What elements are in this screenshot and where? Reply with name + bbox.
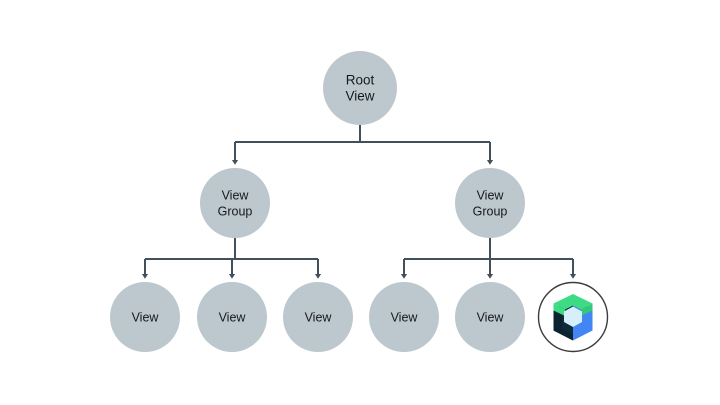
view-leaf-3-circle — [283, 282, 353, 352]
view-leaf-2-label: View — [219, 310, 247, 324]
compose-logo-center-hexagon — [564, 306, 582, 327]
view-leaf-5-label: View — [477, 310, 505, 324]
view-leaf-1-label: View — [132, 310, 160, 324]
node-view-leaf-1[interactable]: View — [110, 282, 180, 352]
node-root-view[interactable]: Root View — [323, 51, 397, 125]
compose-logo-top-right-edge — [581, 303, 593, 316]
view-leaf-3-label: View — [305, 310, 333, 324]
node-compose-leaf[interactable] — [537, 281, 609, 353]
view-group-left-label-line1: View — [222, 188, 250, 202]
root-view-label-line1: Root — [346, 73, 375, 88]
root-view-label-line2: View — [345, 89, 374, 104]
compose-logo-inner-notch — [553, 306, 573, 341]
view-leaf-5-circle — [455, 282, 525, 352]
view-leaf-4-circle — [369, 282, 439, 352]
compose-logo-top-left-edge — [553, 303, 565, 316]
view-group-right-label-line2: Group — [473, 204, 508, 218]
jetpack-compose-logo — [553, 294, 593, 341]
node-view-leaf-2[interactable]: View — [197, 282, 267, 352]
connector-group — [141, 125, 577, 279]
view-group-right-circle — [455, 168, 525, 238]
node-view-group-left[interactable]: View Group — [200, 168, 270, 238]
node-view-leaf-4[interactable]: View — [369, 282, 439, 352]
view-group-right-label-line1: View — [477, 188, 505, 202]
view-leaf-2-circle — [197, 282, 267, 352]
compose-logo-top-face — [553, 294, 593, 310]
node-view-leaf-3[interactable]: View — [283, 282, 353, 352]
view-group-left-circle — [200, 168, 270, 238]
root-view-circle — [323, 51, 397, 125]
view-group-left-label-line2: Group — [218, 204, 253, 218]
node-view-leaf-5[interactable]: View — [455, 282, 525, 352]
node-view-group-right[interactable]: View Group — [455, 168, 525, 238]
view-leaf-4-label: View — [391, 310, 419, 324]
view-leaf-1-circle — [110, 282, 180, 352]
